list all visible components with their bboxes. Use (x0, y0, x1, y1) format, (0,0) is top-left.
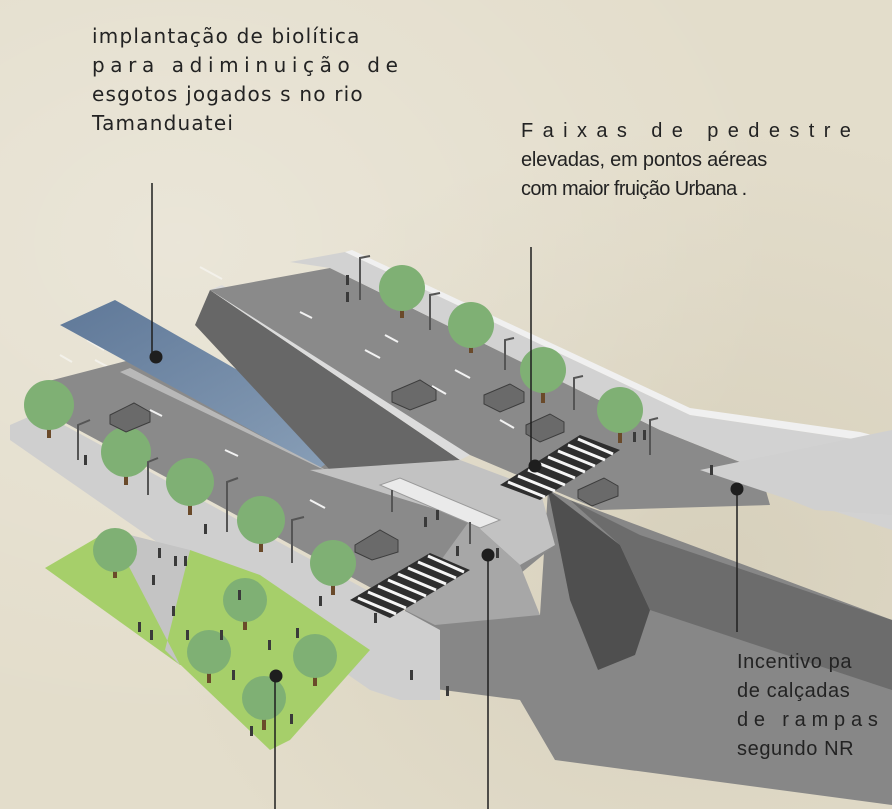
annotation-calcadas-line-1: Incentivo pa (737, 651, 853, 673)
upper-sidewalk-curb (345, 250, 892, 450)
cars (109, 379, 619, 561)
central-wall (195, 290, 460, 470)
annotation-calcadas-line-3: de rampas (737, 709, 884, 731)
annotation-faixas: Faixas de pedestre elevadas, em pontos a… (521, 117, 860, 204)
plaza-ramp (405, 520, 540, 625)
crosswalk-upper (500, 435, 620, 500)
annotation-calcadas-line-2: de calçadas (737, 680, 851, 702)
upper-road (210, 268, 770, 510)
street-lamps (77, 255, 659, 563)
annotation-leaders (151, 183, 738, 809)
pedestrians (84, 275, 713, 736)
annotation-faixas-line-1: Faixas de pedestre (521, 120, 861, 142)
annotation-biolitica: implantação de biolítica para adiminuiçã… (92, 22, 404, 138)
front-wall (405, 490, 892, 805)
annotation-faixas-line-2: elevadas, em pontos aéreas (521, 149, 768, 171)
lane-dashes (149, 311, 515, 509)
annotation-faixas-line-3: com maior fruição Urbana . (521, 178, 747, 200)
upper-sidewalk (290, 252, 892, 530)
central-plaza (310, 460, 555, 565)
annotation-biolitica-line-3: esgotos jogados s no rio (92, 82, 364, 106)
park-lawn-right (165, 550, 370, 750)
annotation-biolitica-line-1: implantação de biolítica (92, 24, 361, 48)
annotation-biolitica-line-2: para adiminuição de (92, 53, 404, 77)
trees (24, 265, 643, 730)
bus-stop-shelter (378, 477, 502, 544)
tunnel-wall-shadow (570, 500, 892, 690)
river-edge (120, 368, 330, 472)
tunnel-wall-dark (548, 490, 650, 670)
river-channel (60, 300, 360, 468)
annotation-markers (149, 350, 744, 683)
corner-sidewalk (700, 430, 892, 515)
annotation-calcadas-line-4: segundo NR (737, 738, 855, 760)
annotation-biolitica-line-4: Tamanduatei (92, 111, 235, 135)
annotation-calcadas: Incentivo pa de calçadas de rampas segun… (737, 648, 884, 764)
crosswalk-lower (350, 553, 470, 618)
